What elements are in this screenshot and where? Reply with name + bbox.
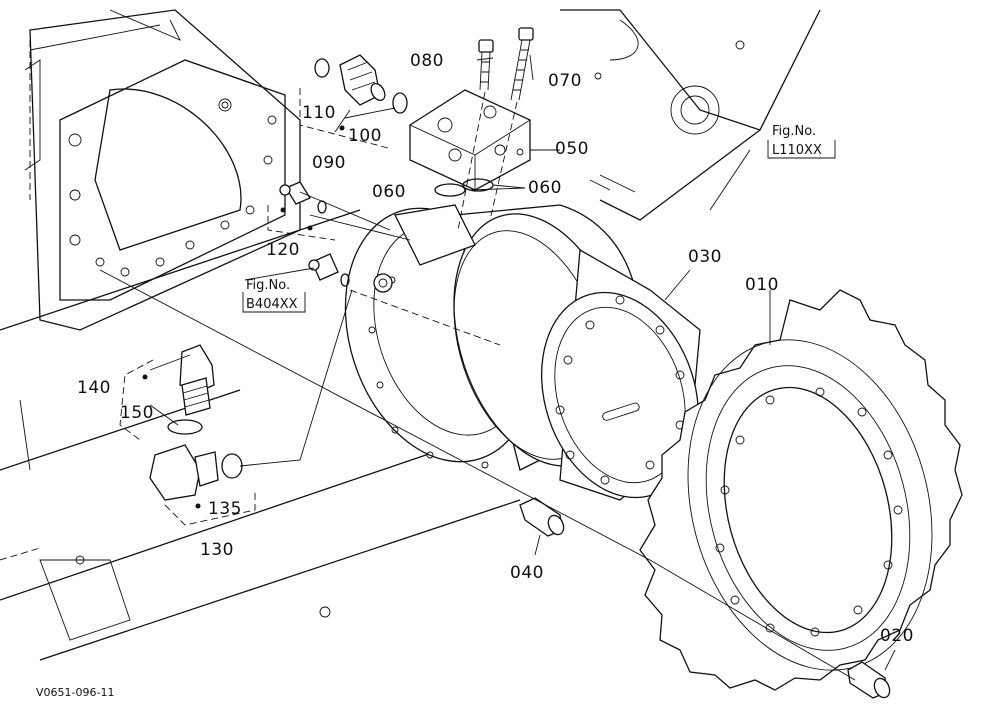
bolt-040 (519, 497, 565, 537)
bracket-140 (119, 359, 154, 441)
label-090: 090 (312, 153, 346, 173)
bracket-120 (267, 205, 336, 241)
label-130: 130 (200, 540, 234, 560)
o-ring-135 (221, 453, 243, 479)
label-150: 150 (120, 403, 154, 423)
label-030: 030 (688, 247, 722, 267)
label-080: 080 (410, 51, 444, 71)
label-060-right: 060 (528, 178, 562, 198)
label-050: 050 (555, 139, 589, 159)
bracket-130 (164, 490, 256, 526)
label-120: 120 (266, 240, 300, 260)
fig-ref-b404-code: B404XX (246, 297, 298, 312)
valve-block (409, 89, 531, 191)
label-110: 110 (302, 103, 336, 123)
fig-ref-b404-title: Fig.No. (246, 278, 290, 293)
bolt-070 (510, 27, 534, 101)
label-020: 020 (880, 626, 914, 646)
o-ring-060-left (434, 183, 466, 197)
bolt-020 (847, 661, 891, 699)
elbow-130 (149, 444, 219, 501)
machine-body-upper-right (560, 9, 821, 221)
label-070: 070 (548, 71, 582, 91)
bracket-fig-b404 (242, 292, 306, 313)
leader-lines (99, 54, 896, 681)
figure-references: Fig.No. L110XX Fig.No. B404XX (246, 124, 822, 312)
label-010: 010 (745, 275, 779, 295)
part-labels: 010 020 030 040 050 060 060 070 080 090 … (77, 51, 914, 646)
o-ring-100 (392, 92, 408, 114)
fitting-b404 (308, 253, 350, 287)
drawing-code: V0651-096-11 (36, 686, 114, 699)
label-140: 140 (77, 378, 111, 398)
label-060-left: 060 (372, 182, 406, 202)
elbow-140 (179, 344, 215, 416)
label-135: 135 (208, 499, 242, 519)
fig-ref-l110-title: Fig.No. (772, 124, 816, 139)
fitting-120 (279, 181, 327, 214)
o-ring-110 (314, 58, 330, 78)
sprocket (639, 289, 963, 691)
bracket-fig-l110 (767, 140, 836, 159)
track-frame (0, 9, 521, 661)
bracket-090 (299, 88, 389, 149)
fig-ref-l110-code: L110XX (772, 143, 822, 158)
label-100: 100 (348, 126, 382, 146)
label-040: 040 (510, 563, 544, 583)
o-ring-150 (167, 419, 203, 435)
bolt-080 (457, 39, 518, 231)
fitting-090 (339, 54, 386, 106)
drive-motor (344, 204, 701, 501)
